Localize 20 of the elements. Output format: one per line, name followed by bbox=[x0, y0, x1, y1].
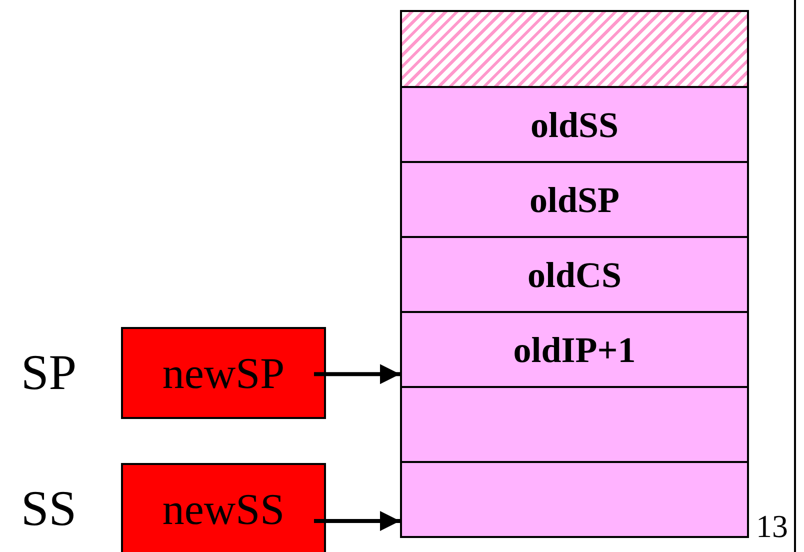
stack-value: oldIP+1 bbox=[513, 328, 636, 370]
register-name: SS bbox=[21, 479, 77, 537]
stack-cell bbox=[400, 386, 749, 463]
stack-cell bbox=[400, 311, 749, 388]
register-value: newSS bbox=[162, 484, 285, 534]
stack-value: oldCS bbox=[527, 254, 622, 296]
stack-cell bbox=[400, 86, 749, 163]
stack-value: oldSP bbox=[529, 178, 620, 220]
stack-cell bbox=[400, 461, 749, 538]
register-value: newSP bbox=[162, 348, 285, 398]
register-box bbox=[121, 327, 326, 419]
hatched-stack-cell bbox=[400, 10, 749, 88]
register-name: SP bbox=[21, 343, 77, 401]
arrow bbox=[314, 364, 400, 384]
stack-cell bbox=[400, 161, 749, 238]
page-number: 13 bbox=[756, 508, 788, 545]
arrow bbox=[314, 511, 400, 532]
register-box bbox=[121, 463, 326, 552]
stack-value: oldSS bbox=[530, 104, 619, 146]
stack-cell bbox=[400, 236, 749, 313]
